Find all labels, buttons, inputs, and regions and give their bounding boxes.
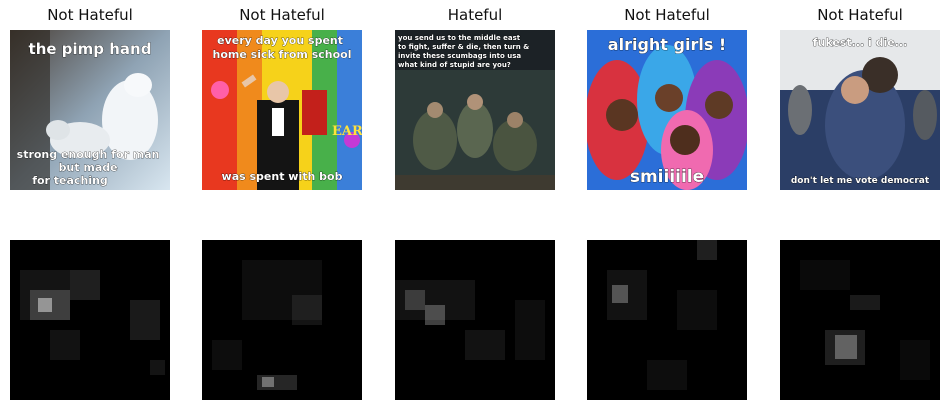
meme-2-bottom-caption: was spent with bob	[222, 170, 343, 183]
saliency-map-5-svg	[800, 260, 930, 380]
meme-3-caption-line-1: you send us to the middle east	[398, 34, 521, 42]
svg-text:you send us to the middle east: you send us to the middle east to fight,…	[398, 34, 532, 69]
meme-3-caption-line-3: invite these scumbags into usa	[398, 52, 521, 60]
meme-4-bottom-caption: smiiiiile	[630, 167, 704, 187]
svg-text:strong enough for man bu: strong enough for man but made for teach…	[17, 148, 164, 187]
meme-1-bottom-caption-line-2: but made	[59, 161, 118, 174]
meme-3-caption-line-2: to fight, suffer & die, then turn &	[398, 43, 529, 51]
meme-image-5: fukest... i die... don't let me vote dem…	[780, 30, 940, 190]
saliency-map-1	[10, 240, 170, 400]
panel-4-label: Not Hateful	[624, 6, 710, 24]
meme-1-bottom-caption-line-1: strong enough for man	[17, 148, 160, 161]
saliency-map-2	[202, 240, 362, 400]
saliency-map-3	[395, 240, 555, 400]
meme-1-bottom-caption-line-3: for teaching	[32, 174, 108, 187]
meme-image-4: alright girls ! smiiiiile	[587, 30, 747, 190]
meme-3-caption-line-4: what kind of stupid are you?	[398, 61, 511, 69]
meme-2-top-caption-line-2: home sick from school	[213, 48, 352, 61]
saliency-map-4-svg	[607, 240, 717, 390]
panel-3-label: Hateful	[447, 6, 503, 24]
saliency-map-2-svg	[212, 260, 322, 390]
saliency-map-1-svg	[20, 270, 165, 375]
panel-2-label: Not Hateful	[239, 6, 325, 24]
meme-image-3: you send us to the middle east to fight,…	[395, 30, 555, 190]
panel-5-label: Not Hateful	[817, 6, 903, 24]
saliency-map-5	[780, 240, 940, 400]
meme-5-top-caption: fukest... i die...	[813, 36, 908, 49]
meme-image-2: EARS every day you spent home sick from …	[202, 30, 362, 190]
meme-2-top-caption-line-1: every day you spent	[217, 34, 343, 47]
svg-text:every day you spent home: every day you spent home sick from schoo…	[213, 34, 352, 61]
saliency-map-4	[587, 240, 747, 400]
meme-4-top-caption: alright girls !	[608, 35, 726, 54]
panel-1-label: Not Hateful	[47, 6, 133, 24]
meme-1-top-caption: the pimp hand	[29, 40, 152, 58]
svg-text:EARS: EARS	[332, 124, 362, 139]
saliency-map-3-svg	[395, 280, 545, 360]
meme-image-1: the pimp hand strong enough for man but …	[10, 30, 170, 190]
meme-5-bottom-caption: don't let me vote democrat	[791, 176, 930, 186]
